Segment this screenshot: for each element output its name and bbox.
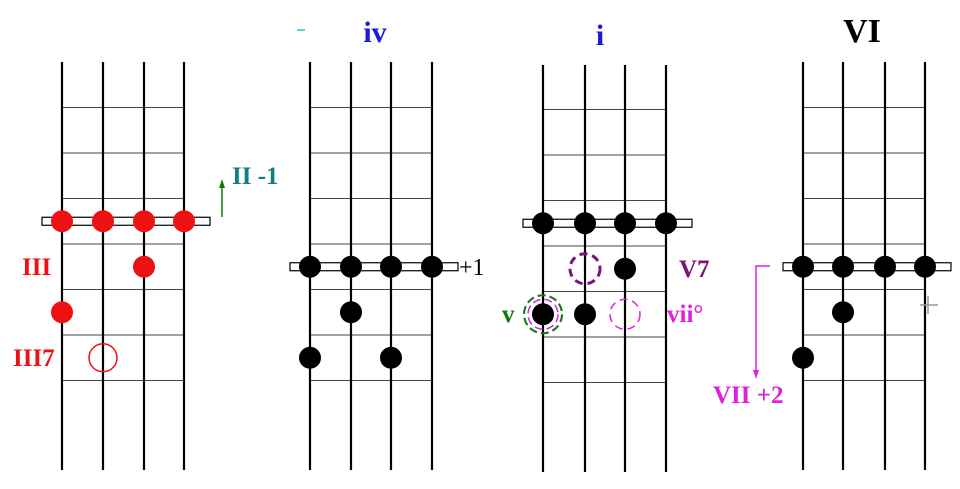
barre-dot: [655, 212, 677, 235]
label-plus-1: +1: [459, 255, 485, 281]
barre-dot: [133, 210, 155, 233]
dashed-alt-note-circle: [609, 298, 641, 330]
barre-bar: [782, 262, 952, 272]
finger-dot: [614, 257, 636, 280]
finger-dot: [574, 303, 596, 326]
label-III7: III7: [13, 345, 55, 372]
arrow-up-icon: [219, 179, 225, 217]
barre-dot: [340, 255, 362, 278]
label-VII-plus-2: VII +2: [713, 382, 784, 409]
fretboard-1: [41, 62, 211, 470]
barre-dot: [614, 212, 636, 235]
barre-dot: [792, 255, 814, 278]
finger-dot: [532, 303, 554, 326]
barre-dot: [421, 255, 443, 278]
finger-dot: [340, 301, 362, 324]
fretboard-3: [522, 65, 693, 472]
plus-marker-icon: [920, 296, 938, 314]
barre-bar: [289, 262, 459, 272]
finger-dot: [792, 346, 814, 369]
barre-dot: [874, 255, 896, 278]
label-III: III: [22, 254, 51, 281]
barre-dot: [51, 210, 73, 233]
barre-dot: [92, 210, 114, 233]
finger-dot: [299, 346, 321, 369]
finger-dot: [51, 301, 73, 324]
barre-bar: [522, 218, 693, 228]
dashed-alt-note-circle: [523, 294, 563, 335]
label-v: v: [502, 301, 515, 328]
barre-dot: [299, 255, 321, 278]
barre-dot: [574, 212, 596, 235]
label-II-minus-1: II -1: [232, 163, 279, 190]
dashed-alt-note-circle: [568, 252, 602, 286]
diagram-title-iv: iv: [363, 16, 386, 49]
arrow-down-icon: [753, 265, 770, 379]
barre-dot: [532, 212, 554, 235]
diagram-title-i: i: [596, 19, 604, 52]
diagram-title-VI: VI: [843, 13, 881, 50]
barre-dot: [832, 255, 854, 278]
barre-bar: [41, 216, 211, 226]
barre-dot: [380, 255, 402, 278]
label-V7: V7: [679, 256, 710, 283]
finger-dot: [380, 346, 402, 369]
fretboard-4: [782, 62, 952, 470]
barre-dot: [914, 255, 936, 278]
open-finger-circle: [88, 343, 118, 373]
fretboard-2: [289, 62, 459, 470]
finger-dot: [832, 301, 854, 324]
cyan-dash-mark: [297, 29, 305, 31]
finger-dot: [133, 255, 155, 278]
dashed-alt-note-circle: [527, 298, 559, 330]
barre-dot: [173, 210, 195, 233]
label-vii-dim: vii°: [667, 301, 703, 328]
